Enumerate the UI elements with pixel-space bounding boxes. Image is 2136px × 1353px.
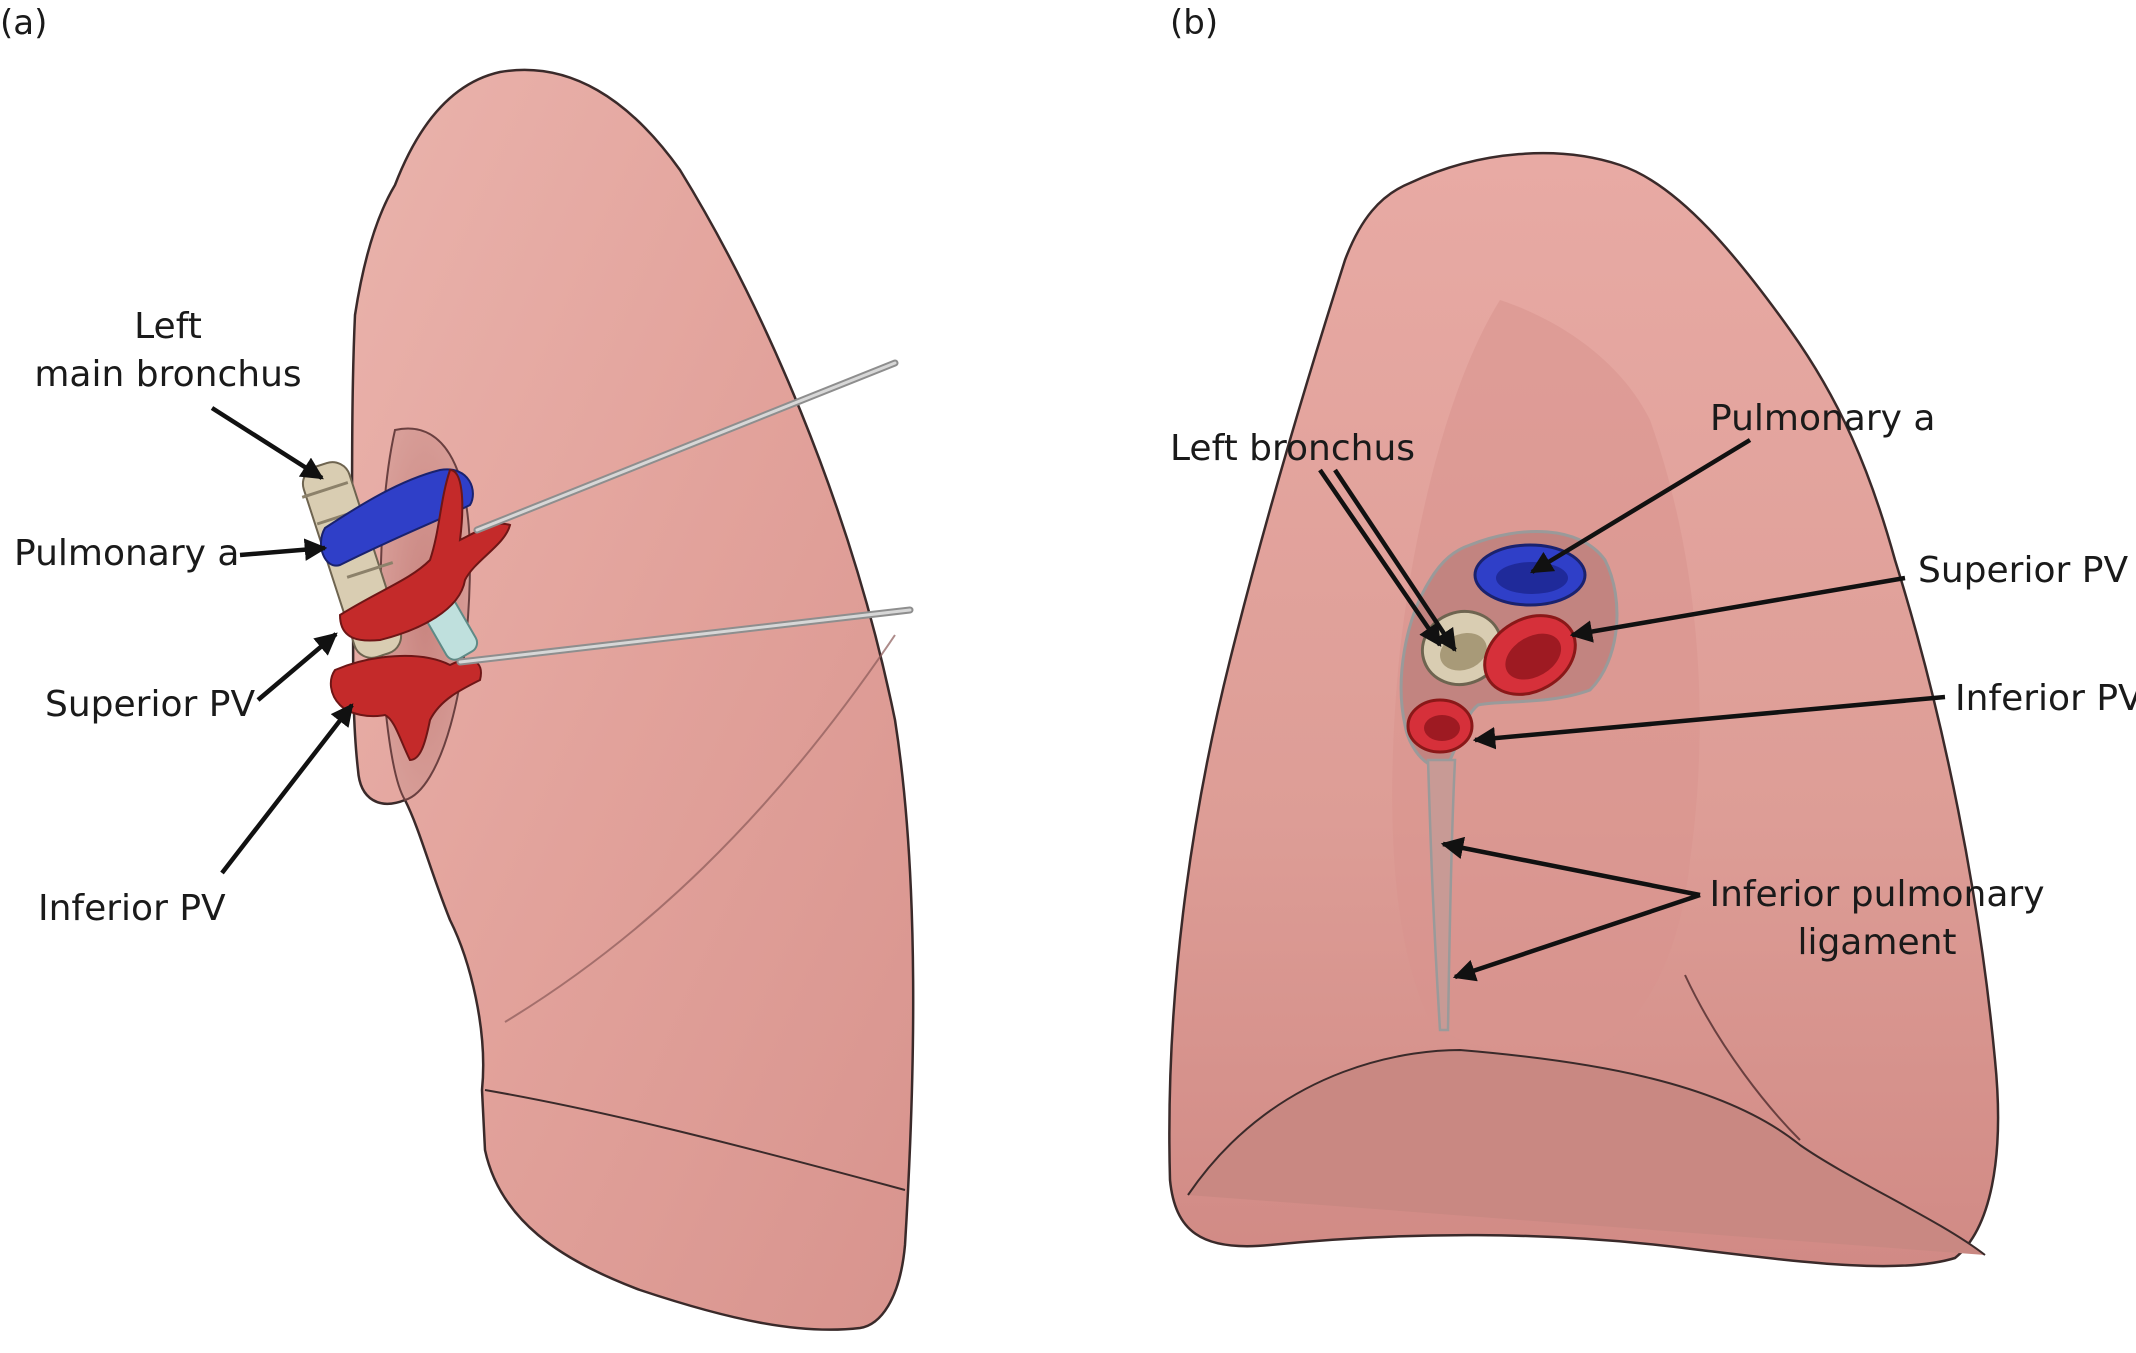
arrow-superior-pv [256,632,338,702]
arrow-left-bronchus-1 [1318,468,1442,647]
diaphragmatic-base [1187,1048,1986,1256]
arrow-inferior-pv-b [1472,694,1946,750]
pulmonary-artery-vessel [320,468,474,567]
label-inferior-pv-b: Inferior PV [1955,678,2136,719]
label-superior-pv: Superior PV [45,684,255,725]
arrow-pulmonary-a-b [1530,438,1752,574]
inferior-pulmonary-ligament [1426,758,1457,1032]
lower-lobe-base [484,1089,906,1191]
arrow-ligament-lower [1452,892,1701,982]
label-pulmonary-a-b: Pulmonary a [1710,398,1935,439]
panel-b: (b) Left bronchus Pulmonary a Superior P… [1168,3,2136,1268]
label-left-main-bronchus-line2: main bronchus [34,354,301,395]
arrow-left-bronchus-2 [1333,468,1457,652]
cardiac-notch-ridge [1684,974,1801,1141]
label-superior-pv-b: Superior PV [1918,550,2128,591]
label-pulmonary-a: Pulmonary a [14,533,239,574]
label-inferior-pv: Inferior PV [38,888,226,929]
label-inferior-pulmonary-ligament-line2: ligament [1797,922,1956,963]
arrow-pulmonary-a [239,538,328,561]
arrow-ligament-upper [1440,836,1701,898]
label-left-bronchus: Left bronchus [1170,428,1415,469]
label-left-main-bronchus-line1: Left [134,306,202,347]
arrow-left-main-bronchus [210,406,324,480]
arrow-superior-pv-b [1569,575,1906,643]
left-lung-medial-view [350,68,915,1331]
arrow-inferior-pv [220,703,354,875]
oblique-fissure [504,634,896,1023]
panel-b-tag: (b) [1170,3,1218,43]
label-inferior-pulmonary-ligament-line1: Inferior pulmonary [1709,874,2044,915]
panel-a: (a) Left main bronchus Pulmonary a Super… [0,3,915,1331]
panel-a-tag: (a) [0,3,47,43]
